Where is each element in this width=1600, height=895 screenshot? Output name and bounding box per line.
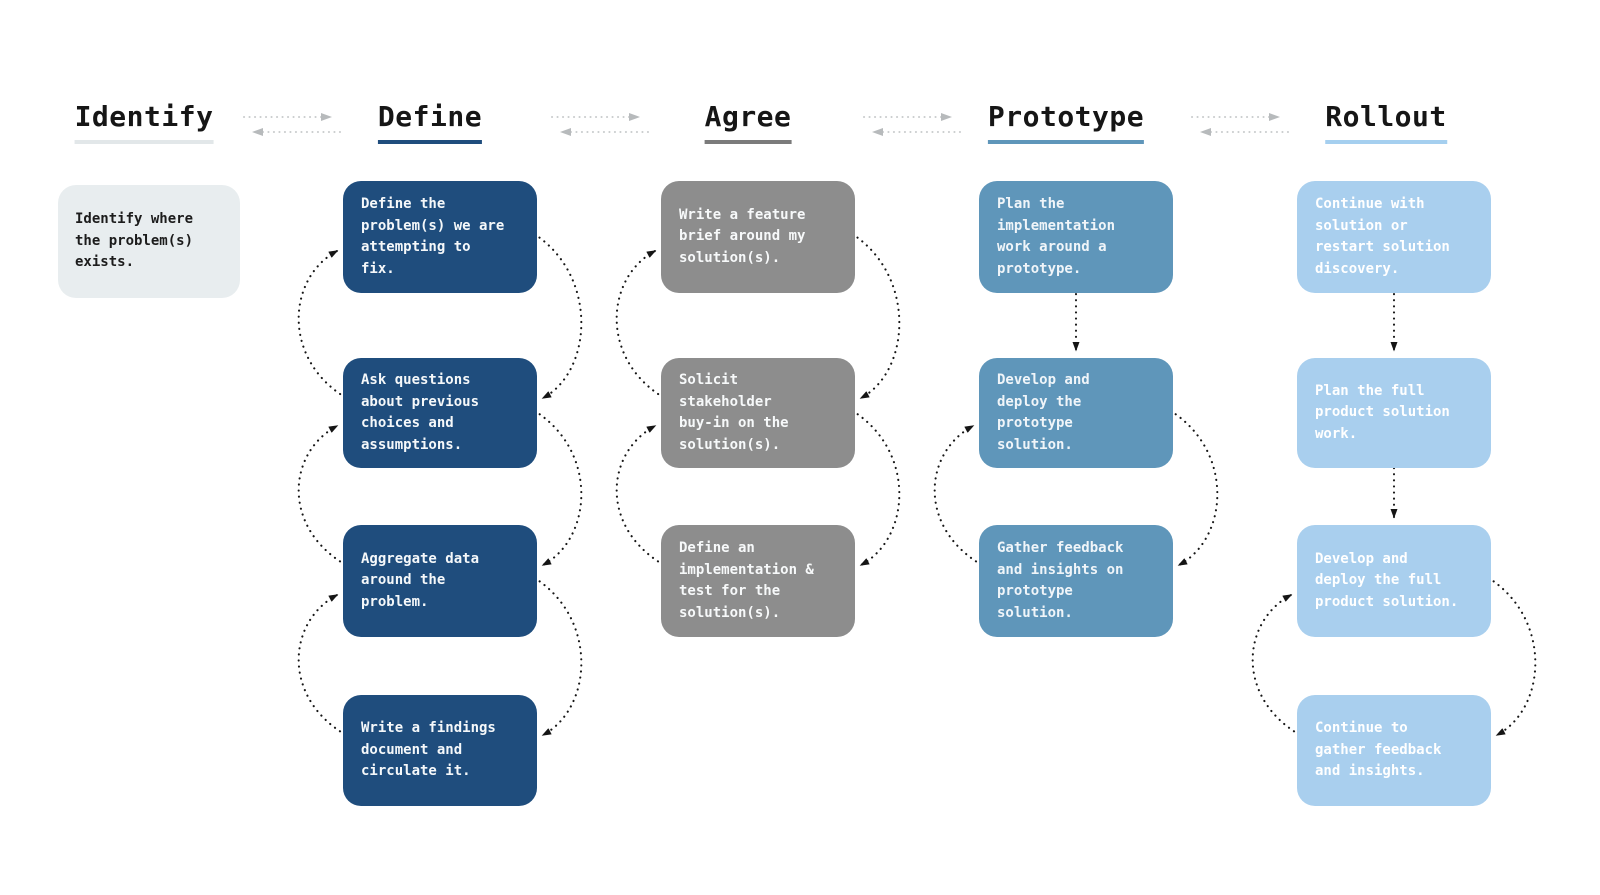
rollout-box-4: Continue to gather feedback and insights… (1297, 695, 1491, 806)
stage-title-agree: Agree (704, 100, 792, 144)
identify-box-1: Identify where the problem(s) exists. (58, 185, 240, 298)
define-loop-arrows (297, 219, 583, 749)
stage-header-define: Define (377, 100, 483, 144)
stage-title-prototype: Prototype (987, 100, 1145, 144)
define-box-2: Ask questions about previous choices and… (343, 358, 537, 468)
prototype-box-3: Gather feedback and insights on prototyp… (979, 525, 1173, 637)
agree-box-1: Write a feature brief around my solution… (661, 181, 855, 293)
define-box-3: Aggregate data around the problem. (343, 525, 537, 637)
stage-title-rollout: Rollout (1325, 100, 1447, 144)
rollout-arrows (1251, 286, 1537, 749)
stage-title-define: Define (377, 100, 483, 144)
stage-header-identify: Identify (74, 100, 214, 144)
prototype-arrows (933, 286, 1219, 579)
stage-title-identify: Identify (74, 100, 214, 144)
rollout-box-2: Plan the full product solution work. (1297, 358, 1491, 468)
prototype-box-1: Plan the implementation work around a pr… (979, 181, 1173, 293)
define-box-4: Write a findings document and circulate … (343, 695, 537, 806)
rollout-box-1: Continue with solution or restart soluti… (1297, 181, 1491, 293)
stage-header-rollout: Rollout (1325, 100, 1447, 144)
rollout-box-3: Develop and deploy the full product solu… (1297, 525, 1491, 637)
agree-loop-arrows (615, 219, 901, 579)
prototype-box-2: Develop and deploy the prototype solutio… (979, 358, 1173, 468)
stage-header-agree: Agree (704, 100, 792, 144)
agree-box-3: Define an implementation & test for the … (661, 525, 855, 637)
agree-box-2: Solicit stakeholder buy-in on the soluti… (661, 358, 855, 468)
stage-header-prototype: Prototype (987, 100, 1145, 144)
define-box-1: Define the problem(s) we are attempting … (343, 181, 537, 293)
stage-forward-back-arrows (243, 113, 1289, 136)
